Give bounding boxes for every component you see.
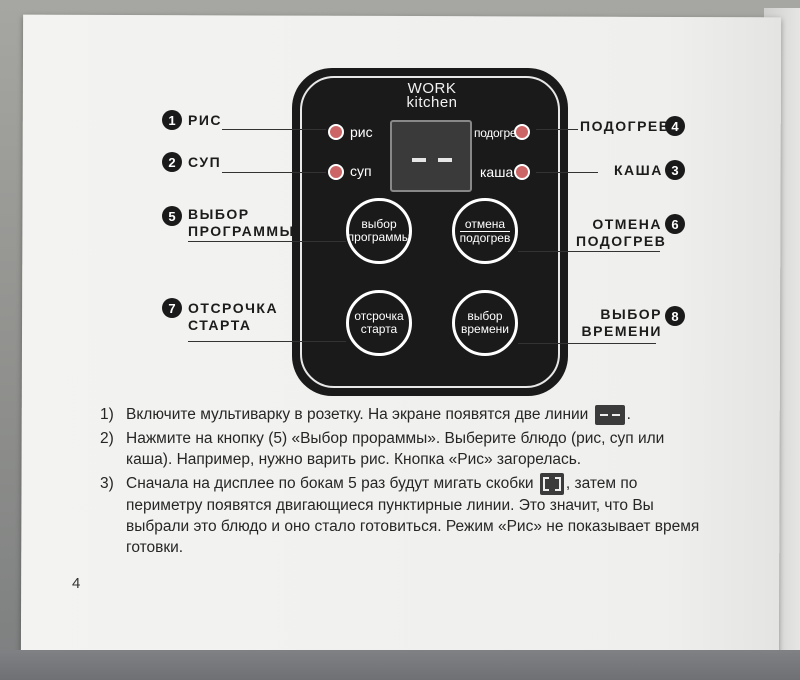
callout-label: СУП [188, 154, 222, 170]
leader-line [188, 341, 346, 342]
leader-line [536, 129, 578, 130]
leader-line [222, 172, 326, 173]
button-label-line: выбор [467, 309, 503, 323]
led-label-porridge: каша [480, 164, 514, 180]
instruction-text: Включите мультиварку в розетку. На экран… [126, 404, 631, 425]
display-dash-icon [438, 158, 452, 162]
instruction-text-part: , затем по периметру появятся двигающиес… [126, 475, 700, 556]
led-label-rice: рис [350, 124, 373, 140]
callout-label: ОТСРОЧКА СТАРТА [188, 300, 278, 334]
instruction-index: 2) [100, 430, 114, 447]
callout-label: ПОДОГРЕВ [580, 118, 671, 134]
instruction-text-part: Сначала на дисплее по бокам 5 раз будут … [126, 475, 534, 493]
button-label-line: отсрочка [354, 309, 404, 323]
callout-line-text: ПРОГРАММЫ [188, 223, 295, 239]
callout-label: ВЫБОР ВРЕМЕНИ [576, 306, 662, 340]
callout-number: 2 [162, 152, 182, 172]
page-number: 4 [72, 575, 81, 592]
button-label-line: программы [347, 230, 411, 244]
callout-line-text: ОТСРОЧКА [188, 300, 279, 316]
instruction-text: Сначала на дисплее по бокам 5 раз будут … [126, 473, 700, 558]
dash-display-icon [594, 404, 625, 425]
instruction-item: 1) Включите мультиварку в розетку. На эк… [100, 404, 700, 425]
button-label-line: подогрев [459, 230, 511, 245]
button-label-line: выбор [361, 217, 397, 231]
control-panel-border [300, 76, 560, 388]
callout-number: 8 [665, 306, 685, 326]
leader-line [536, 172, 598, 173]
callout-line-text: ВЫБОР [188, 206, 250, 222]
instruction-index: 3) [100, 475, 114, 492]
instruction-text: Нажмите на кнопку (5) «Выбор прораммы». … [126, 430, 665, 468]
brand-line-2: kitchen [406, 94, 458, 111]
callout-label: РИС [188, 112, 223, 128]
instructions: 1) Включите мультиварку в розетку. На эк… [100, 404, 700, 561]
callout-number: 4 [665, 116, 685, 136]
led-porridge[interactable] [514, 164, 530, 180]
desk-edge [0, 650, 800, 680]
display-screen [390, 120, 472, 192]
callout-label: ОТМЕНА ПОДОГРЕВ [576, 216, 667, 250]
led-rice[interactable] [328, 124, 344, 140]
leader-line [518, 343, 656, 344]
button-label-line: отмена [464, 216, 506, 231]
callout-line-text: ВРЕМЕНИ [581, 323, 662, 339]
instruction-text-part: . [626, 406, 631, 423]
instruction-item: 2) Нажмите на кнопку (5) «Выбор прораммы… [100, 428, 700, 470]
callout-label: КАША [614, 162, 663, 178]
instruction-index: 1) [100, 406, 114, 423]
leader-line [222, 129, 326, 130]
brand-line-1: WORK [407, 80, 457, 97]
bracket-display-icon [539, 473, 564, 495]
callout-number: 7 [162, 298, 182, 318]
leader-line [518, 251, 660, 252]
led-label-heating: подогрев [474, 126, 523, 140]
display-dash-icon [412, 158, 426, 162]
leader-line [188, 241, 346, 242]
button-label-line: старта [360, 322, 398, 336]
led-heating[interactable] [514, 124, 530, 140]
brand-logo: WORK kitchen [396, 80, 468, 111]
button-label-line: времени [461, 322, 509, 336]
callout-number: 1 [162, 110, 182, 130]
instruction-item: 3) Сначала на дисплее по бокам 5 раз буд… [100, 473, 700, 558]
led-soup[interactable] [328, 164, 344, 180]
callout-number: 3 [665, 160, 685, 180]
callout-number: 6 [665, 214, 685, 234]
led-label-soup: суп [350, 163, 372, 179]
callout-label: ВЫБОР ПРОГРАММЫ [188, 206, 295, 240]
callout-line-text: СТАРТА [188, 317, 252, 333]
instruction-text-part: Включите мультиварку в розетку. На экран… [126, 406, 589, 423]
callout-line-text: ПОДОГРЕВ [576, 233, 667, 249]
callout-line-text: ОТМЕНА [592, 216, 662, 232]
callout-number: 5 [162, 206, 182, 226]
callout-line-text: ВЫБОР [600, 306, 662, 322]
